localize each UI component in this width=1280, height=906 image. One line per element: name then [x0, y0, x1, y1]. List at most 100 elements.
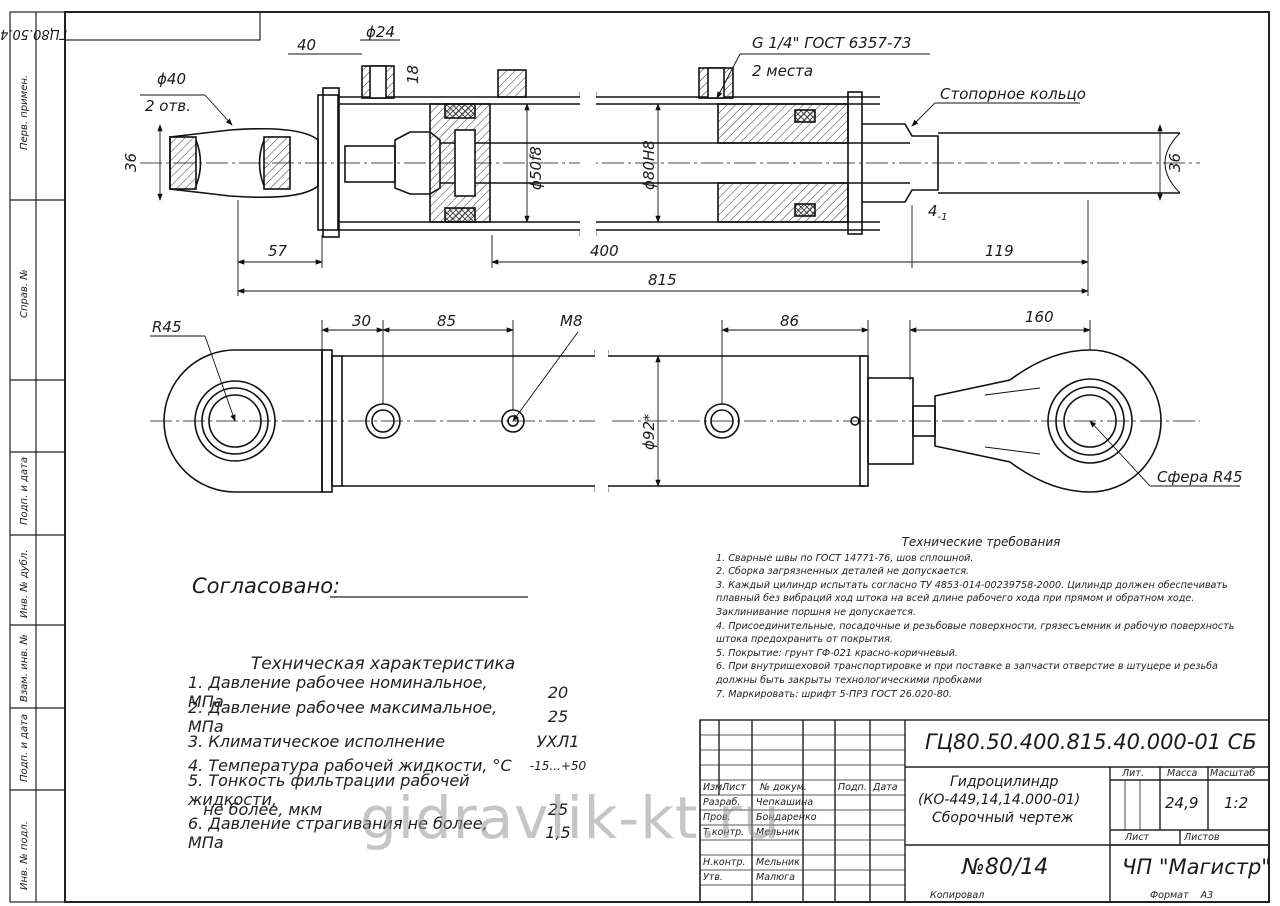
- spec-value: -15...+50: [529, 758, 587, 773]
- dim-m8: M8: [560, 312, 583, 330]
- stamp-copied: Копировал: [930, 890, 985, 901]
- spec-value: 25: [547, 707, 569, 727]
- side-label-ref: Справ. №: [19, 269, 30, 318]
- stamp-col: Подп.: [838, 782, 867, 793]
- side-strip-labels: Перв. примен. Справ. № Подп. и дата Инв.…: [0, 26, 67, 890]
- stamp-code: ГЦ80.50.400.815.40.000-01 СБ: [925, 730, 1257, 754]
- requirement-item: 4. Присоединительные, посадочные и резьб…: [716, 620, 1235, 646]
- dim-places: 2 места: [752, 62, 813, 80]
- stamp-role: Утв.: [703, 872, 723, 883]
- stamp-name-1: Гидроцилиндр: [950, 774, 1059, 790]
- spec-name: 3. Климатическое исполнение: [188, 731, 446, 751]
- spec-value: 20: [547, 682, 569, 702]
- spec-row: не более, мкм 25: [188, 799, 588, 821]
- side-label-sign-1: Подп. и дата: [19, 457, 30, 525]
- stamp-number: №80/14: [962, 855, 1049, 880]
- stamp-name-3: Сборочный чертеж: [932, 810, 1074, 826]
- stamp-scale-value: 1:2: [1224, 794, 1249, 812]
- spec-row: 4. Температура рабочей жидкости, °С-15..…: [188, 754, 588, 779]
- side-label-dup: Инв. № дубл.: [18, 550, 30, 618]
- spec-row: 5. Тонкость фильтрации рабочей жидкости,: [188, 771, 588, 809]
- dim-40: 40: [297, 36, 316, 54]
- spec-name: не более, мкм: [188, 800, 323, 819]
- spec-row: 1. Давление рабочее номинальное, МПа 20: [188, 673, 588, 711]
- spec-row: 2. Давление рабочее максимальное, МПа 25: [188, 698, 588, 736]
- dim-2-holes: 2 отв.: [145, 97, 191, 115]
- stamp-person: Мельник: [756, 827, 800, 838]
- dim-815: 815: [648, 271, 677, 289]
- bottom-dimensions: [150, 320, 1240, 487]
- requirement-item: 7. Маркировать: шрифт 5-ПР3 ГОСТ 26.020-…: [716, 688, 952, 700]
- technical-requirements: Технические требования 1. Сварные швы по…: [716, 535, 1246, 701]
- requirement-item: 5. Покрытие: грунт ГФ-021 красно-коричне…: [716, 647, 958, 659]
- dim-400: 400: [590, 242, 619, 260]
- rotated-code: ГЦ80.50.400.815.40.000-01 СБ: [0, 26, 67, 41]
- requirement-item: 1. Сварные швы по ГОСТ 14771-76, шов спл…: [716, 552, 974, 564]
- dim-36-left: 36: [122, 153, 140, 172]
- side-label-sign-2: Подп. и дата: [19, 714, 30, 782]
- stamp-role: Т.контр.: [703, 827, 745, 838]
- dim-sphere: Сфера R45: [1157, 468, 1243, 486]
- title-block: [699, 719, 1270, 903]
- dim-30: 30: [352, 312, 371, 330]
- stamp-mass-value: 24,9: [1165, 794, 1199, 812]
- dim-85: 85: [437, 312, 456, 330]
- technical-specification: Техническая характеристика 1. Давление р…: [188, 654, 588, 852]
- stamp-person: Мельник: [756, 857, 800, 868]
- requirement-item: 3. Каждый цилиндр испытать согласно ТУ 4…: [716, 579, 1228, 618]
- spec-name: 1. Давление рабочее номинальное, МПа: [188, 673, 488, 712]
- site-watermark: gidravlik-kt.ru: [360, 784, 781, 852]
- requirement-item: 6. При внутришеховой транспортировке и п…: [716, 661, 1218, 686]
- top-dimensions: [140, 39, 1163, 296]
- dim-phi50: ϕ50f8: [527, 146, 545, 190]
- stamp-role: Разраб.: [703, 797, 741, 808]
- dim-retaining-ring: Стопорное кольцо: [940, 85, 1086, 103]
- spec-name: 2. Давление рабочее максимальное, МПа: [188, 697, 498, 736]
- requirements-title: Технические требования: [901, 535, 1061, 549]
- stamp-col: Лист: [722, 782, 747, 793]
- stamp-role: Пров.: [703, 812, 731, 823]
- dim-4: 4-1: [928, 202, 948, 223]
- stamp-company: ЧП "Магистр": [1122, 855, 1271, 879]
- side-label-inv-orig: Инв. № подл.: [19, 821, 30, 890]
- stamp-name-2: (КО-449,14,14.000-01): [918, 792, 1081, 808]
- stamp-sheets: Листов: [1184, 832, 1220, 843]
- dim-18: 18: [404, 65, 422, 84]
- dim-phi40: ϕ40: [157, 70, 186, 88]
- dim-36-right: 36: [1166, 153, 1184, 172]
- stamp-person: Бондаренко: [756, 812, 817, 823]
- sheet-frame: [9, 11, 1270, 903]
- requirement-item: 2. Сборка загрязненных деталей не допуск…: [716, 566, 970, 578]
- spec-title: Техническая характеристика: [250, 654, 516, 674]
- stamp-format: Формат А3: [1150, 890, 1214, 901]
- dim-thread: G 1/4" ГОСТ 6357-73: [752, 34, 911, 52]
- side-label-first-use: Перв. примен.: [19, 75, 30, 150]
- dim-86: 86: [780, 312, 799, 330]
- spec-value: 1,5: [545, 823, 571, 843]
- stamp-col: № докум.: [760, 782, 807, 793]
- dim-r45: R45: [152, 318, 182, 336]
- spec-row: 6. Давление страгивания не более, МПа 1,5: [188, 814, 588, 852]
- spec-value: 25: [547, 800, 569, 819]
- dim-phi24: ϕ24: [366, 23, 395, 41]
- stamp-person: Малюга: [756, 872, 795, 883]
- dimension-labels: 40 ϕ24 18 G 1/4" ГОСТ 6357-73 2 места Ст…: [122, 23, 1243, 486]
- stamp-person: Чепкашина: [756, 797, 814, 808]
- spec-value: УХЛ1: [536, 731, 580, 751]
- stamp-mass: Масса: [1167, 768, 1198, 779]
- dim-phi80: ϕ80H8: [640, 140, 658, 190]
- spec-row: 3. Климатическое исполнение УХЛ1: [188, 729, 588, 754]
- dim-57: 57: [268, 242, 288, 260]
- stamp-sheet: Лист: [1125, 832, 1150, 843]
- stamp-role: Н.контр.: [703, 857, 746, 868]
- side-label-replace: Взам. инв. №: [19, 634, 30, 702]
- cylinder-exterior-view: [150, 349, 1200, 495]
- cylinder-section-view: [140, 65, 1200, 238]
- stamp-col: Изм.: [703, 782, 726, 793]
- stamp-lit: Лит.: [1122, 768, 1144, 779]
- dim-phi92: ϕ92*: [640, 413, 658, 450]
- spec-name: 6. Давление страгивания не более, МПа: [188, 813, 488, 852]
- stamp-scale: Масштаб: [1210, 768, 1256, 779]
- stamp-col: Дата: [873, 782, 898, 793]
